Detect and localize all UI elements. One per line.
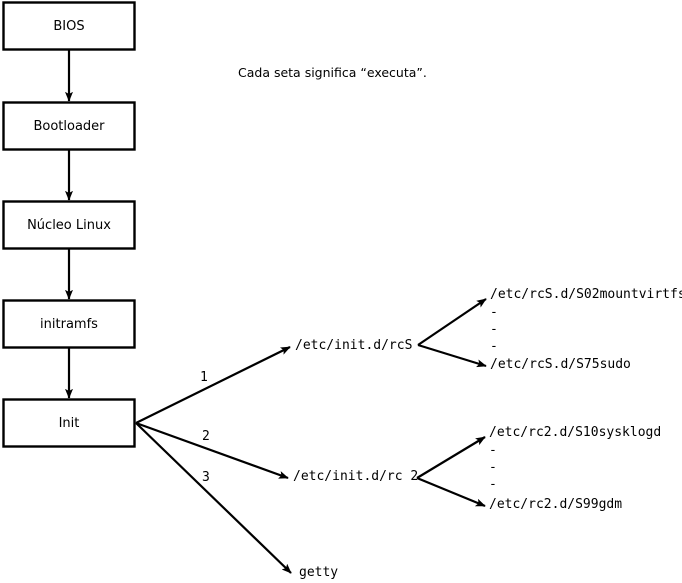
- branch-number-1: 1: [200, 370, 208, 385]
- branch-target-rcs: /etc/init.d/rcS: [295, 338, 413, 353]
- rcs-ellipsis-dash-1: -: [490, 305, 498, 320]
- arrow-rc2-to-last-script: [416, 476, 486, 508]
- arrow-init-branch-2: [135, 421, 289, 480]
- rc2-script-last: /etc/rc2.d/S99gdm: [489, 497, 623, 512]
- box-label-bootloader: Bootloader: [33, 119, 105, 134]
- branch-target-getty: getty: [299, 565, 339, 580]
- rc2-ellipsis-dash-2: -: [489, 460, 497, 475]
- box-label-init: Init: [58, 416, 80, 431]
- box-bios: [2, 1, 136, 51]
- rcs-script-last: /etc/rcS.d/S75sudo: [490, 357, 631, 372]
- branch-number-2: 2: [202, 429, 210, 444]
- arrow-rcs-to-first-script: [417, 298, 487, 346]
- rcs-ellipsis-dash-3: -: [490, 339, 498, 354]
- rc2-ellipsis-dash-1: -: [489, 443, 497, 458]
- rcs-script-first: /etc/rcS.d/S02mountvirtfs: [490, 287, 682, 302]
- arrow-rcs-to-last-script: [417, 343, 487, 368]
- rc2-script-first: /etc/rc2.d/S10sysklogd: [489, 425, 662, 440]
- arrow-init-branch-1: [135, 346, 291, 424]
- box-init: [2, 398, 136, 448]
- box-label-nucleo-linux: Núcleo Linux: [27, 218, 111, 233]
- box-bootloader: [2, 101, 136, 151]
- branch-target-rc2: /etc/init.d/rc 2: [293, 469, 419, 484]
- arrow-rc2-to-first-script: [416, 436, 486, 479]
- rcs-ellipsis-dash-2: -: [490, 322, 498, 337]
- box-label-initramfs: initramfs: [40, 317, 98, 332]
- branch-number-3: 3: [202, 470, 210, 485]
- box-initramfs: [2, 299, 136, 349]
- arrow-init-branch-3: [135, 422, 292, 574]
- box-label-bios: BIOS: [53, 19, 85, 34]
- rc2-ellipsis-dash-3: -: [489, 477, 497, 492]
- diagram-note: Cada seta significa “executa”.: [238, 65, 427, 80]
- box-nucleo-linux: [2, 200, 136, 250]
